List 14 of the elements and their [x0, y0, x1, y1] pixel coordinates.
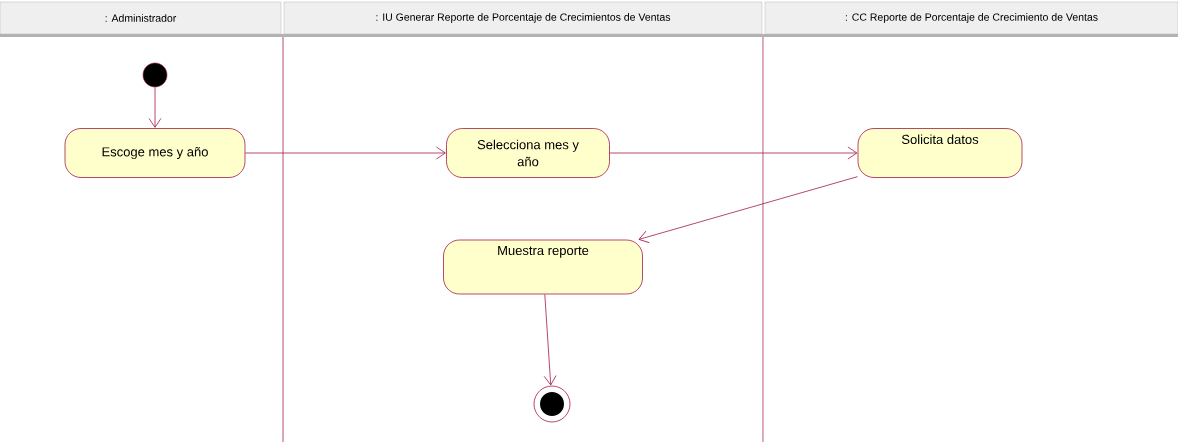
- activity-box: Muestra reporte: [443, 239, 643, 295]
- arrow: [609, 146, 858, 160]
- activity-box: Selecciona mes y año: [446, 128, 610, 178]
- arrow: [245, 146, 446, 160]
- lane-header: : CC Reporte de Porcentaje de Crecimiento de Ventas: [764, 1, 1178, 35]
- activity-box: Escoge mes y año: [64, 128, 246, 178]
- arrow: [638, 176, 858, 244]
- arrow: [148, 86, 162, 128]
- activity-box: Solicita datos: [857, 128, 1023, 178]
- lane-header: : Administrador: [0, 1, 282, 35]
- lane-header: : IU Generar Reporte de Porcentaje de Crecimientos de Ventas: [283, 1, 763, 35]
- end-node: [533, 385, 571, 423]
- start-node: [142, 62, 168, 88]
- arrow: [543, 294, 557, 386]
